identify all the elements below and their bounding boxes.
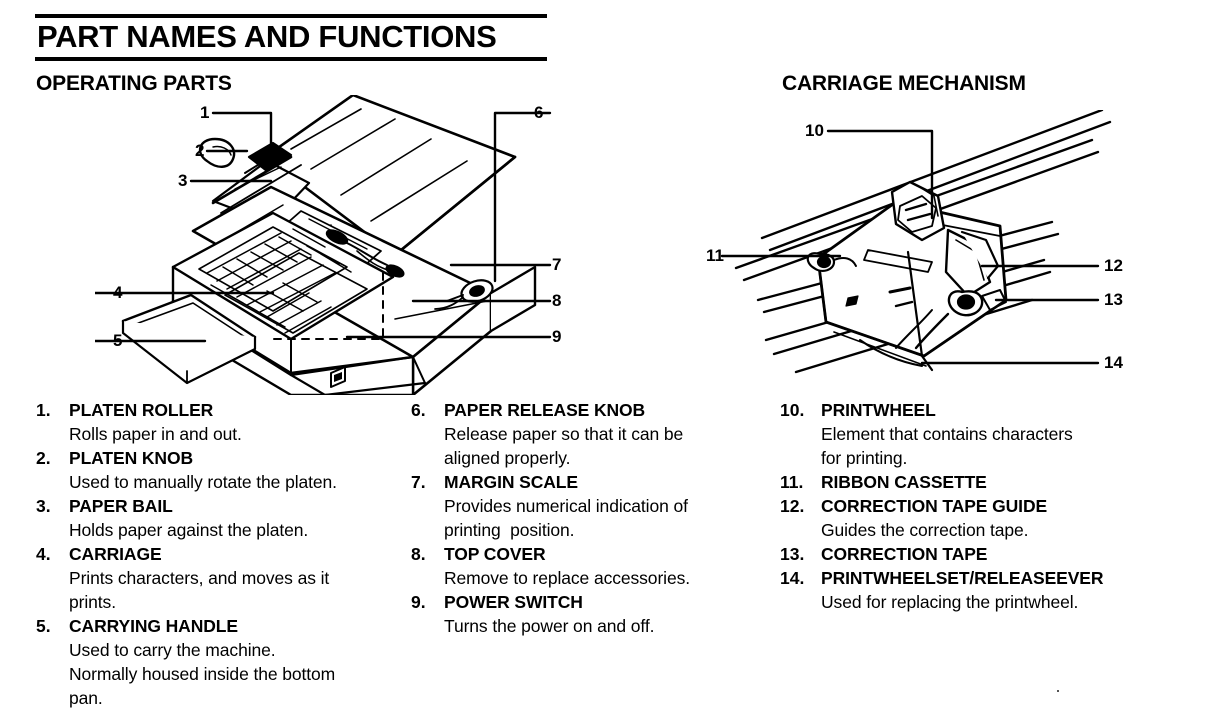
callout-number-1: 1 bbox=[200, 103, 210, 122]
part-name: TOP COVER bbox=[444, 544, 546, 564]
part-name: POWER SWITCH bbox=[444, 592, 583, 612]
part-entry-11: 11. RIBBON CASSETTE bbox=[780, 470, 1180, 494]
part-name: RIBBON CASSETTE bbox=[821, 472, 987, 492]
part-number: 9. bbox=[411, 592, 426, 612]
callout-number-9: 9 bbox=[552, 327, 562, 346]
figure-carriage-mechanism bbox=[700, 110, 1170, 385]
part-entry-9: 9. POWER SWITCH Turns the power on and o… bbox=[411, 590, 779, 638]
part-header: 6. PAPER RELEASE KNOB bbox=[411, 398, 779, 422]
callout-number-12: 12 bbox=[1104, 256, 1123, 275]
part-name: PAPER BAIL bbox=[69, 496, 173, 516]
section-heading-carriage-mechanism: CARRIAGE MECHANISM bbox=[782, 72, 1026, 95]
part-header: 10. PRINTWHEEL bbox=[780, 398, 1180, 422]
part-name: MARGIN SCALE bbox=[444, 472, 578, 492]
part-header: 8. TOP COVER bbox=[411, 542, 779, 566]
part-entry-2: 2. PLATEN KNOB Used to manually rotate t… bbox=[36, 446, 408, 494]
section-heading-operating-parts: OPERATING PARTS bbox=[36, 72, 232, 95]
parts-list-column-3: 10. PRINTWHEEL Element that contains cha… bbox=[780, 398, 1180, 614]
part-number: 5. bbox=[36, 616, 51, 636]
part-description: Used to manually rotate the platen. bbox=[69, 472, 337, 492]
part-header: 7. MARGIN SCALE bbox=[411, 470, 779, 494]
scan-speck bbox=[1057, 690, 1059, 692]
part-description: Provides numerical indication of printin… bbox=[444, 496, 688, 540]
part-number: 3. bbox=[36, 496, 51, 516]
part-description: Release paper so that it can be aligned … bbox=[444, 424, 684, 468]
part-description: Prints characters, and moves as it print… bbox=[69, 568, 330, 612]
part-name: CORRECTION TAPE GUIDE bbox=[821, 496, 1048, 516]
part-name: CORRECTION TAPE bbox=[821, 544, 988, 564]
callout-number-11: 11 bbox=[706, 246, 724, 265]
part-entry-6: 6. PAPER RELEASE KNOB Release paper so t… bbox=[411, 398, 779, 470]
title-block: PART NAMES AND FUNCTIONS bbox=[35, 14, 547, 61]
part-header: 5. CARRYING HANDLE bbox=[36, 614, 408, 638]
part-description: Remove to replace accessories. bbox=[444, 568, 690, 588]
part-header: 14. PRINTWHEELSET/RELEASEEVER bbox=[780, 566, 1180, 590]
part-description: Used for replacing the printwheel. bbox=[821, 592, 1079, 612]
callout-number-5: 5 bbox=[113, 331, 123, 350]
part-entry-7: 7. MARGIN SCALE Provides numerical indic… bbox=[411, 470, 779, 542]
part-name: PLATEN KNOB bbox=[69, 448, 193, 468]
part-entry-3: 3. PAPER BAIL Holds paper against the pl… bbox=[36, 494, 408, 542]
part-number: 11. bbox=[780, 472, 804, 492]
callout-number-13: 13 bbox=[1104, 290, 1123, 309]
part-entry-5: 5. CARRYING HANDLE Used to carry the mac… bbox=[36, 614, 408, 710]
part-number: 2. bbox=[36, 448, 51, 468]
part-number: 13. bbox=[780, 544, 805, 564]
part-name: CARRIAGE bbox=[69, 544, 162, 564]
part-header: 4. CARRIAGE bbox=[36, 542, 408, 566]
part-header: 2. PLATEN KNOB bbox=[36, 446, 408, 470]
part-description: Holds paper against the platen. bbox=[69, 520, 309, 540]
typewriter-line-drawing bbox=[95, 95, 552, 395]
part-name: PRINTWHEELSET/RELEASEEVER bbox=[821, 568, 1104, 588]
part-entry-1: 1. PLATEN ROLLER Rolls paper in and out. bbox=[36, 398, 408, 446]
part-description: Guides the correction tape. bbox=[821, 520, 1029, 540]
part-header: 1. PLATEN ROLLER bbox=[36, 398, 408, 422]
part-number: 12. bbox=[780, 496, 805, 516]
callout-number-14: 14 bbox=[1104, 353, 1123, 372]
part-description: Rolls paper in and out. bbox=[69, 424, 242, 444]
part-description: Used to carry the machine. Normally hous… bbox=[69, 640, 336, 708]
part-description: Turns the power on and off. bbox=[444, 616, 655, 636]
part-number: 4. bbox=[36, 544, 51, 564]
page-title: PART NAMES AND FUNCTIONS bbox=[37, 19, 497, 54]
part-name: PRINTWHEEL bbox=[821, 400, 936, 420]
callout-number-7: 7 bbox=[552, 255, 562, 274]
carriage-line-drawing bbox=[720, 110, 1112, 374]
part-entry-14: 14. PRINTWHEELSET/RELEASEEVER Used for r… bbox=[780, 566, 1180, 614]
part-header: 9. POWER SWITCH bbox=[411, 590, 779, 614]
part-header: 12. CORRECTION TAPE GUIDE bbox=[780, 494, 1180, 518]
part-number: 8. bbox=[411, 544, 426, 564]
part-number: 14. bbox=[780, 568, 805, 588]
part-number: 1. bbox=[36, 400, 51, 420]
callout-number-2: 2 bbox=[195, 141, 205, 160]
part-entry-13: 13. CORRECTION TAPE bbox=[780, 542, 1180, 566]
part-name: CARRYING HANDLE bbox=[69, 616, 238, 636]
part-entry-12: 12. CORRECTION TAPE GUIDE Guides the cor… bbox=[780, 494, 1180, 542]
part-description: Element that contains characters for pri… bbox=[821, 424, 1073, 468]
parts-list-column-2: 6. PAPER RELEASE KNOB Release paper so t… bbox=[411, 398, 779, 638]
callout-number-10: 10 bbox=[805, 121, 824, 140]
part-entry-10: 10. PRINTWHEEL Element that contains cha… bbox=[780, 398, 1180, 470]
title-rule-top bbox=[35, 14, 547, 18]
part-number: 6. bbox=[411, 400, 426, 420]
part-entry-4: 4. CARRIAGE Prints characters, and moves… bbox=[36, 542, 408, 614]
part-header: 3. PAPER BAIL bbox=[36, 494, 408, 518]
part-entry-8: 8. TOP COVER Remove to replace accessori… bbox=[411, 542, 779, 590]
part-name: PLATEN ROLLER bbox=[69, 400, 214, 420]
parts-list: 1. PLATEN ROLLER Rolls paper in and out.… bbox=[0, 398, 1225, 708]
callout-number-8: 8 bbox=[552, 291, 562, 310]
part-header: 13. CORRECTION TAPE bbox=[780, 542, 1180, 566]
part-header: 11. RIBBON CASSETTE bbox=[780, 470, 1180, 494]
figure-operating-parts bbox=[95, 95, 575, 395]
part-number: 7. bbox=[411, 472, 426, 492]
callout-number-3: 3 bbox=[178, 171, 188, 190]
callout-number-4: 4 bbox=[113, 283, 123, 302]
callout-number-6: 6 bbox=[534, 103, 544, 122]
title-rule-bottom bbox=[35, 57, 547, 61]
part-number: 10. bbox=[780, 400, 805, 420]
part-name: PAPER RELEASE KNOB bbox=[444, 400, 646, 420]
parts-list-column-1: 1. PLATEN ROLLER Rolls paper in and out.… bbox=[36, 398, 408, 710]
